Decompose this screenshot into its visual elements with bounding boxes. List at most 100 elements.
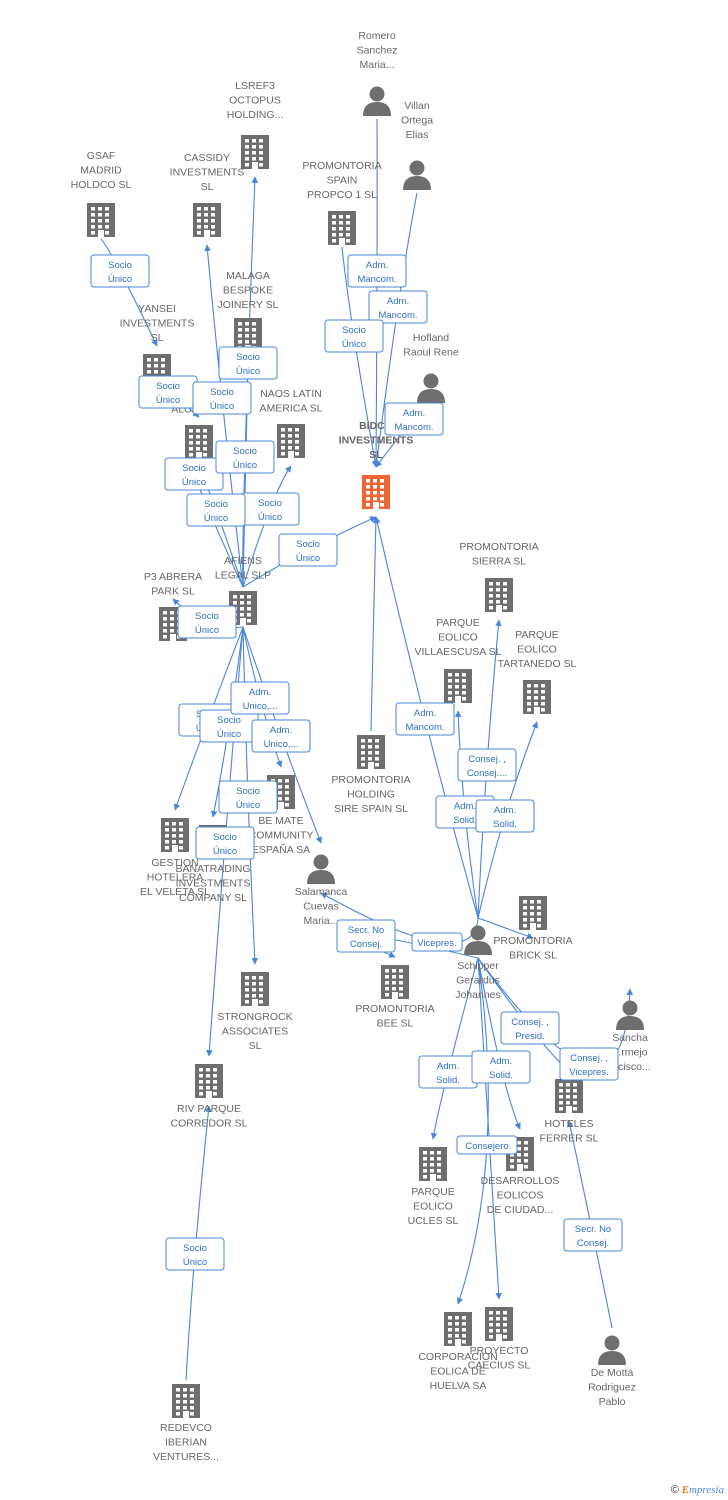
node-label-pe_tartanedo: EOLICO <box>517 644 557 656</box>
node-label-schipper: Johannes <box>455 989 501 1001</box>
node-sancha[interactable]: Sancha...rmejo...cisco... <box>609 1000 651 1074</box>
node-label-afiens: LEGAL SLP <box>215 570 271 582</box>
node-pe_villaescusa[interactable]: PARQUE EOLICO VILLAESCUSA SL <box>415 617 502 703</box>
building-icon <box>419 1147 447 1181</box>
edge-label-box <box>186 493 246 527</box>
edge-label-text: Socio <box>156 381 180 392</box>
edge-label-text: Consej.... <box>467 768 507 779</box>
edge-label-text: Único <box>108 274 132 285</box>
node-label-pe_tartanedo: PARQUE <box>515 629 559 641</box>
edge-label-text: Socio <box>183 1243 207 1254</box>
edge-label-box <box>251 719 311 753</box>
edge-label-box <box>471 1050 531 1084</box>
edge-label-text: Único <box>182 477 206 488</box>
edge-label-text: Solid. <box>436 1075 460 1086</box>
node-label-villan: Elias <box>406 129 429 141</box>
edge-label-text: Socio <box>296 539 320 550</box>
building-icon <box>444 1312 472 1346</box>
edge-label-e30: Adm. Solid. <box>471 1050 531 1084</box>
edge-label-text: Único <box>236 366 260 377</box>
focus-company-icon <box>362 475 390 509</box>
node-label-salamanca: Salamanca <box>295 886 348 898</box>
node-label-naos: NAOS LATIN <box>260 388 322 400</box>
node-label-desarrollos: DESARROLLOS <box>481 1175 560 1187</box>
building-icon <box>485 1307 513 1341</box>
edge-label-box <box>456 1135 518 1155</box>
node-label-demotta: De Motta <box>591 1367 634 1379</box>
edge-label-text: Adm. <box>490 1056 512 1067</box>
edge-label-e28: Consej. ,Vicepres. <box>559 1047 619 1081</box>
node-label-pe_villaescusa: PARQUE <box>436 617 480 629</box>
node-romero[interactable]: RomeroSanchezMaria... <box>357 30 398 116</box>
edge-label-box <box>500 1011 560 1045</box>
node-label-bidco: SL <box>369 449 383 461</box>
node-label-malaga: MALAGA <box>226 270 270 282</box>
node-label-gsaf: GSAF <box>87 150 116 162</box>
node-label-sancha: ...rmejo <box>612 1047 647 1059</box>
edge-label-text: Vicepres. <box>417 938 456 949</box>
edge-label-e4: Adm.Mancom. <box>384 402 444 436</box>
edge-label-text: Consej. , <box>511 1017 549 1028</box>
edge-label-box <box>278 533 338 567</box>
edge-label-text: Consej. <box>577 1238 609 1249</box>
node-label-gsaf: HOLDCO SL <box>71 179 132 191</box>
node-redevco[interactable]: REDEVCOIBERIANVENTURES... <box>153 1384 219 1463</box>
edge-label-e26: Vicepres. <box>411 932 463 952</box>
node-label-proyecto: CAECIUS SL <box>468 1360 531 1372</box>
building-icon <box>555 1079 583 1113</box>
node-label-salamanca: Cuevas <box>303 901 339 913</box>
node-label-promontoria_spain: SPAIN <box>327 175 358 187</box>
node-salamanca[interactable]: SalamancaCuevasMaria... <box>295 854 348 928</box>
node-label-malaga: JOINERY SL <box>218 299 279 311</box>
person-icon <box>307 854 335 884</box>
node-label-pe_villaescusa: VILLAESCUSA SL <box>415 646 502 658</box>
building-icon <box>193 203 221 237</box>
node-label-salamanca: Maria... <box>303 915 338 927</box>
edge-line-schipper-proyecto <box>477 957 502 1300</box>
node-label-bemate: ESPAÑA SA <box>252 843 310 856</box>
edge-label-text: Consej. <box>350 939 382 950</box>
edge-label-text: Único <box>183 1257 207 1268</box>
edge-label-box <box>215 440 275 474</box>
node-label-pe_villaescusa: EOLICO <box>438 632 478 644</box>
node-label-villan: Ortega <box>401 115 433 127</box>
edge-label-text: Vicepres. <box>569 1067 608 1078</box>
node-lsref3[interactable]: LSREF3OCTOPUSHOLDING... <box>227 80 284 169</box>
node-label-romero: Sanchez <box>357 45 398 57</box>
node-label-schipper: Gerardus <box>456 975 500 987</box>
edge-label-box <box>164 457 224 491</box>
copyright-symbol: © <box>670 1484 679 1496</box>
person-icon <box>598 1335 626 1365</box>
edge-label-text: Presid. <box>515 1031 545 1042</box>
edge-label-e31: Consejero <box>456 1135 518 1155</box>
edge-label-e2: Adm.Mancom. <box>368 290 428 324</box>
edge-label-text: Solid. <box>489 1070 513 1081</box>
edge-label-text: Único <box>204 513 228 524</box>
edge-label-text: Único <box>156 395 180 406</box>
edge-label-text: Mancom. <box>394 422 433 433</box>
